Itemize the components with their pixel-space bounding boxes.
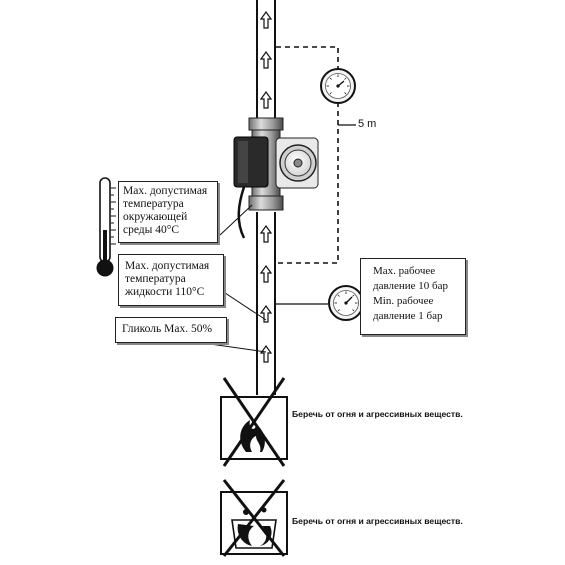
- pressure-line-1: Max. рабочее: [373, 265, 436, 277]
- ambient-line-3: окружающей: [123, 211, 188, 223]
- liquid-line-1: Max. допустимая: [125, 260, 210, 272]
- upper-gauge-icon: [320, 68, 356, 104]
- warning-text-chemicals: Беречь от огня и агрессивных веществ.: [292, 516, 463, 526]
- pressure-line-2: давление 10 бар: [373, 280, 449, 292]
- pressure-line-4: давление 1 бар: [373, 310, 443, 322]
- distance-label: 5 m: [358, 118, 377, 130]
- warning-text-fire: Беречь от огня и агрессивных веществ.: [292, 409, 463, 419]
- circulation-pump: [233, 117, 319, 239]
- flow-arrows: [259, 10, 273, 363]
- liquid-line-2: температура: [125, 273, 186, 285]
- liquid-temperature-box: Max. допустимая температура жидкости 110…: [118, 254, 224, 306]
- thermometer-icon: [96, 177, 116, 277]
- glycol-box: Гликоль Max. 50%: [115, 317, 227, 343]
- lower-gauge-icon: [328, 285, 364, 321]
- glycol-text: Гликоль Max. 50%: [122, 323, 213, 335]
- vertical-pipe: [256, 0, 276, 395]
- liquid-line-3: жидкости 110°C: [125, 286, 205, 298]
- ambient-line-1: Max. допустимая: [123, 185, 208, 197]
- pressure-line-3: Min. рабочее: [373, 295, 434, 307]
- ambient-line-2: температура: [123, 198, 184, 210]
- dashed-measure-line: [276, 46, 339, 264]
- no-fire-warning-icon: [220, 377, 288, 467]
- pressure-box: Max. рабочее давление 10 бар Min. рабоче…: [360, 258, 466, 335]
- ambient-temperature-box: Max. допустимая температура окружающей с…: [118, 181, 218, 243]
- ambient-line-4: среды 40°C: [123, 224, 180, 236]
- no-chemicals-warning-icon: [220, 479, 288, 557]
